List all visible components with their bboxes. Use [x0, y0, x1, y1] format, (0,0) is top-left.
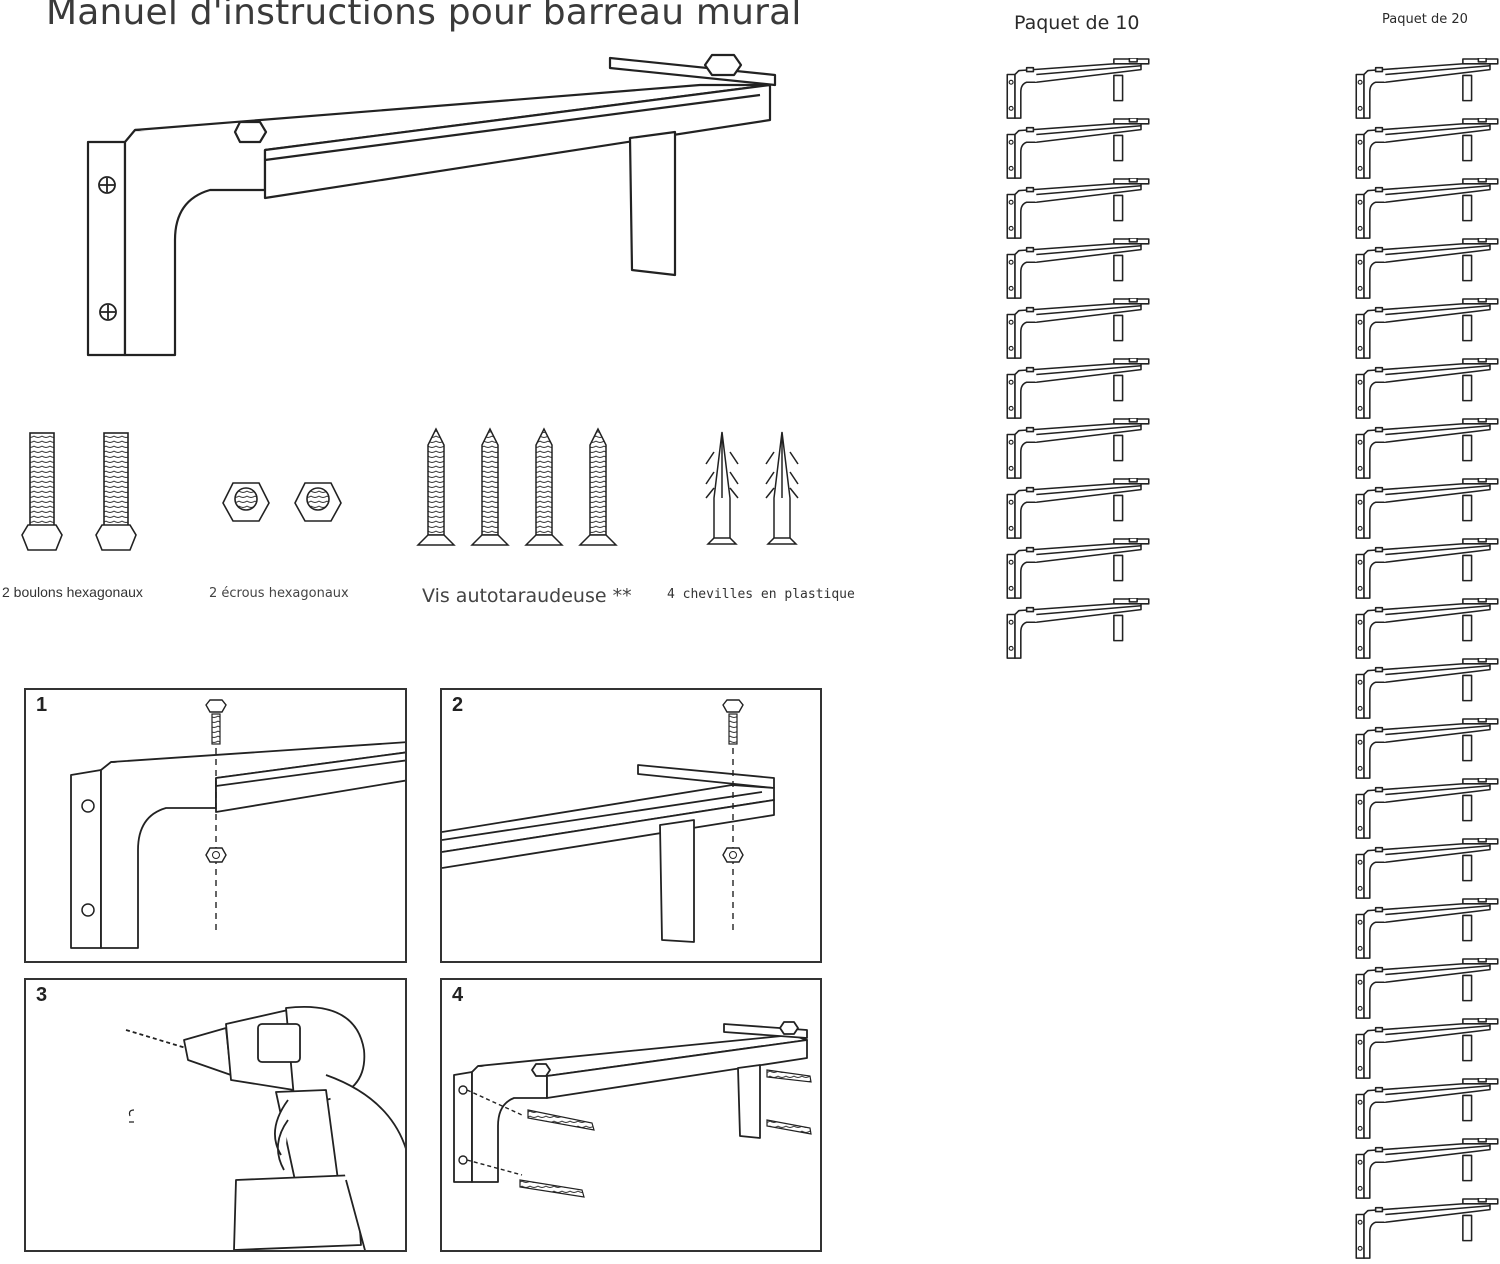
- bracket-icon: [1354, 298, 1500, 361]
- step-3-drill-illustration: [125, 1006, 405, 1250]
- bracket-icon: [1354, 658, 1500, 721]
- hex-bolts-illustration: [21, 432, 137, 551]
- bracket-icon: [1354, 478, 1500, 541]
- bracket-icon: [1354, 58, 1500, 121]
- step-number: 3: [36, 984, 48, 1006]
- bracket-icon: [1354, 958, 1500, 1021]
- plastic-anchors-illustration: [705, 431, 799, 545]
- bracket-icon: [1354, 178, 1500, 241]
- bracket-icon: [1005, 358, 1151, 421]
- step-4-panel: 4: [440, 978, 822, 1252]
- bracket-icon: [1005, 238, 1151, 301]
- bracket-icon: [1005, 598, 1151, 661]
- nuts-label: 2 écrous hexagonaux: [209, 586, 349, 601]
- bracket-icon: [1354, 778, 1500, 841]
- bracket-icon: [1005, 58, 1151, 121]
- bracket-icon: [1354, 418, 1500, 481]
- step-number: 2: [452, 694, 464, 716]
- bracket-icon: [1354, 1078, 1500, 1141]
- bracket-icon: [1354, 898, 1500, 961]
- bracket-icon: [1005, 298, 1151, 361]
- step-2-illustration: [442, 699, 775, 943]
- hex-nuts-illustration: [222, 482, 342, 522]
- page-title: Manuel d'instructions pour barreau mural: [46, 0, 802, 33]
- bracket-icon: [1354, 118, 1500, 181]
- pack-20-title: Paquet de 20: [1382, 12, 1468, 27]
- bracket-icon: [1005, 478, 1151, 541]
- bolts-label: 2 boulons hexagonaux: [2, 584, 143, 600]
- tapping-screws-illustration: [416, 427, 618, 546]
- step-number: 1: [36, 694, 48, 716]
- pack-10-title: Paquet de 10: [1014, 12, 1140, 34]
- bracket-icon: [1354, 1198, 1500, 1261]
- bracket-icon: [1005, 178, 1151, 241]
- step-1-illustration: [70, 699, 405, 949]
- bracket-icon: [1354, 358, 1500, 421]
- bracket-icon: [1354, 598, 1500, 661]
- bracket-icon: [1005, 538, 1151, 601]
- step-3-panel: 3: [24, 978, 407, 1252]
- step-2-panel: 2: [440, 688, 822, 963]
- bracket-icon: [1354, 238, 1500, 301]
- bracket-icon: [1005, 118, 1151, 181]
- bracket-icon: [1354, 538, 1500, 601]
- bracket-icon: [1354, 1018, 1500, 1081]
- screws-label: Vis autotaraudeuse **: [422, 585, 632, 607]
- main-bracket-illustration: [86, 53, 777, 357]
- step-number: 4: [452, 984, 464, 1006]
- bracket-icon: [1354, 1138, 1500, 1201]
- step-1-panel: 1: [24, 688, 407, 963]
- bracket-icon: [1354, 718, 1500, 781]
- anchors-label: 4 chevilles en plastique: [667, 587, 855, 602]
- step-4-mounting-illustration: [453, 1021, 812, 1198]
- bracket-icon: [1354, 838, 1500, 901]
- bracket-icon: [1005, 418, 1151, 481]
